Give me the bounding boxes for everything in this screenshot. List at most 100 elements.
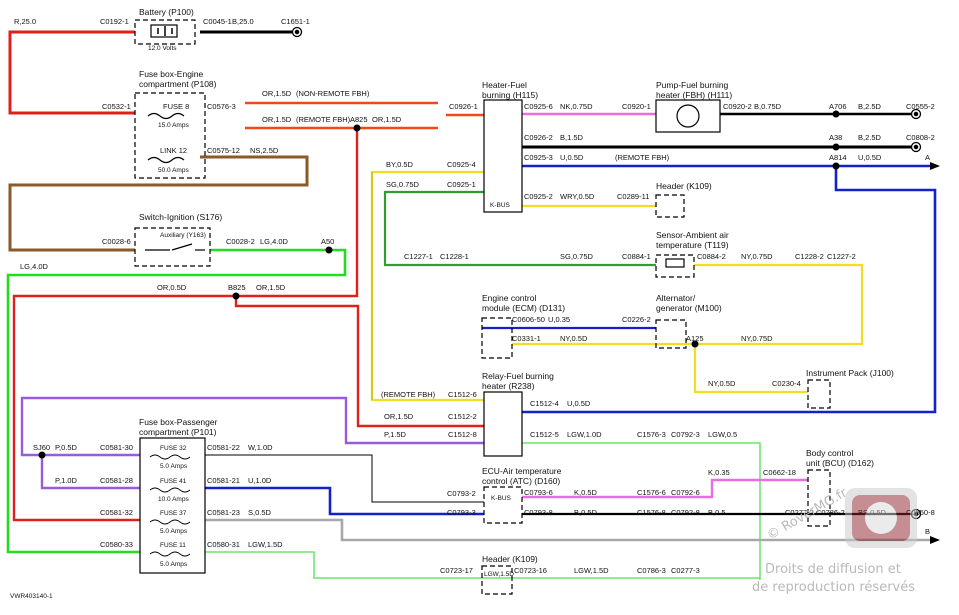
wire-label-c0277-2: C0277-2 [785, 508, 814, 517]
wire-label-c0723-16: C0723-16 [514, 566, 547, 575]
diagram-text: compartment (P101) [139, 427, 217, 437]
wire-label-c1512-2: C1512-2 [448, 412, 477, 421]
wire-label-c0028-6: C0028-6 [102, 237, 131, 246]
wire-label-ny05b: NY,0.5D [708, 379, 736, 388]
wire-label-or15b: OR,1.5D [262, 115, 292, 124]
wire-label-remote: (REMOTE FBH) [296, 115, 351, 124]
diagram-text: Sensor-Ambient air [656, 230, 729, 240]
battery-title: Battery (P100) [139, 7, 194, 17]
diagram-text: heater (R238) [482, 381, 535, 391]
diagram-text: FUSE 41 [160, 478, 187, 485]
wire-label-c0926-2: C0926-2 [524, 133, 553, 142]
wire-label-b15: B,1.5D [560, 133, 584, 142]
wire-ny075 [694, 263, 864, 346]
relay-fuel-burning: Relay-Fuel burning heater (R238) [482, 371, 554, 457]
wire-s05 [205, 518, 930, 542]
wire-label-remote3: (REMOTE FBH) [381, 390, 436, 399]
diagram-text: LGW,1.5D [484, 571, 514, 578]
wire-ns25 [8, 155, 309, 252]
wire-label-c1651: C1651-1 [281, 17, 310, 26]
wire-label-c0580-33: C0580-33 [100, 540, 133, 549]
diagram-text: K-BUS [491, 495, 512, 502]
heater-fuel-burning: Heater-Fuel burning (H115) K-BUS [482, 80, 538, 213]
diagram-text: 10.0 Amps [158, 496, 189, 503]
wire-label-by05: BY,0.5D [386, 160, 414, 169]
wire-label-lg40: LG,4.0D [260, 237, 289, 246]
wire-label-nonremote: (NON-REMOTE FBH) [296, 89, 370, 98]
fuse-box-engine: Fuse box-Engine compartment (P108) FUSE … [134, 69, 217, 179]
wire-label-b825: B825 [228, 283, 246, 292]
figure-id: VWR403140-1 [10, 593, 53, 600]
wire-label-b05: B,0.5D [574, 508, 598, 517]
diagram-text: Header (K109) [482, 554, 538, 564]
wire-label-c0028-2: C0028-2 [226, 237, 255, 246]
wire-label-c1228-1: C1228-1 [440, 252, 469, 261]
wire-label-c0925-2: C0925-2 [524, 192, 553, 201]
diagram-text: Instrument Pack (J100) [806, 368, 894, 378]
wire-label-a825: A825 [350, 115, 368, 124]
wire-label-lgw10: LGW,1.0D [567, 430, 602, 439]
diagram-text: FUSE 8 [163, 102, 189, 111]
header-k109-bottom: Header (K109) LGW,1.5D [481, 554, 538, 595]
diagram-text: FUSE 37 [160, 510, 187, 517]
wire-label-b05b: B,0.5 [708, 508, 726, 517]
arrow-b [930, 536, 940, 544]
wire-label-a50: A50 [321, 237, 334, 246]
wire-label-c0581-32: C0581-32 [100, 508, 133, 517]
wire-label-c0576: C0576-3 [207, 102, 236, 111]
wire-label-c0786-3: C0786-3 [637, 566, 666, 575]
wire-label-c0925-6: C0925-6 [524, 102, 553, 111]
diagram-text: 50.0 Amps [158, 167, 189, 174]
wire-label-c0581-30: C0581-30 [100, 443, 133, 452]
wire-label-c0793-6: C0793-6 [524, 488, 553, 497]
wire-label-ny075: NY,0.75D [741, 252, 773, 261]
diagram-text: ECU-Air temperature [482, 466, 562, 476]
wire-label-ns25: NS,2.5D [250, 146, 279, 155]
engine-control-module: Engine control module (ECM) (D131) [481, 293, 565, 359]
wire-label-sg075b: SG,0.75D [560, 252, 594, 261]
wire-label-u05b: U,0.5D [858, 153, 882, 162]
wire-label-b25: B,25.0 [232, 17, 254, 26]
wire-label-c0581-21: U,1.0D [248, 476, 272, 485]
wire-label-c0532: C0532-1 [102, 102, 131, 111]
wire-label-c0925-4: C0925-4 [447, 160, 476, 169]
wire-label-c1512-5: C1512-5 [530, 430, 559, 439]
diagram-text: FUSE 32 [160, 445, 187, 452]
wire-label-c0786-2: C0786-2 [816, 508, 845, 517]
wire-label-c0606: C0606-50 [512, 315, 545, 324]
wire-label-u05: U,0.5D [560, 153, 584, 162]
diagram-text: Body control [806, 448, 853, 458]
wire-label-c0581-28: C0581-28 [100, 476, 133, 485]
wire-label-c0662: C0662-18 [763, 468, 796, 477]
wire-by05 [370, 170, 484, 402]
fuse-box-passenger: Fuse box-Passenger compartment (P101) FU… [139, 417, 218, 574]
diagram-text: heater (FBH) (H111) [656, 90, 732, 100]
wire-label-c0226: C0226-2 [622, 315, 651, 324]
wire-label-b075: B,0.75D [754, 102, 782, 111]
diagram-text: 5.0 Amps [160, 561, 188, 568]
wire-label-c1576-3: C1576-3 [637, 430, 666, 439]
diagram-text: de reproduction réservés [752, 580, 915, 595]
wire-w10 [205, 454, 484, 503]
diagram-text: Droits de diffusion et [765, 562, 901, 577]
diagram-text: temperature (T119) [656, 240, 729, 250]
wire-label-c1512-8: C1512-8 [448, 430, 477, 439]
diagram-text: unit (BCU) (D162) [806, 458, 874, 468]
wire-label-a125: A125 [686, 334, 704, 343]
wire-label-p10: P,1.0D [55, 476, 78, 485]
wire-label-c0793-8: C0793-8 [524, 508, 553, 517]
diagram-text: compartment (P108) [139, 79, 217, 89]
header-k109-top: Header (K109) [655, 181, 712, 218]
wire-k05 [522, 478, 808, 499]
diagram-text: 5.0 Amps [160, 463, 188, 470]
wire-label-a-arrow: A [925, 153, 930, 162]
wire-label-or15a: OR,1.5D [262, 89, 292, 98]
wire-label-c0792-8: C0792-8 [671, 508, 700, 517]
wire-label-c1576-8: C1576-8 [637, 508, 666, 517]
wire-r25 [8, 30, 135, 115]
wire-label-a706: A706 [829, 102, 847, 111]
diagram-text: Heater-Fuel [482, 80, 527, 90]
wire-label-u035: U,0.35 [548, 315, 570, 324]
wire-label-c0192: C0192-1 [100, 17, 129, 26]
wire-label-lgw15b: LGW,1.5D [574, 566, 609, 575]
